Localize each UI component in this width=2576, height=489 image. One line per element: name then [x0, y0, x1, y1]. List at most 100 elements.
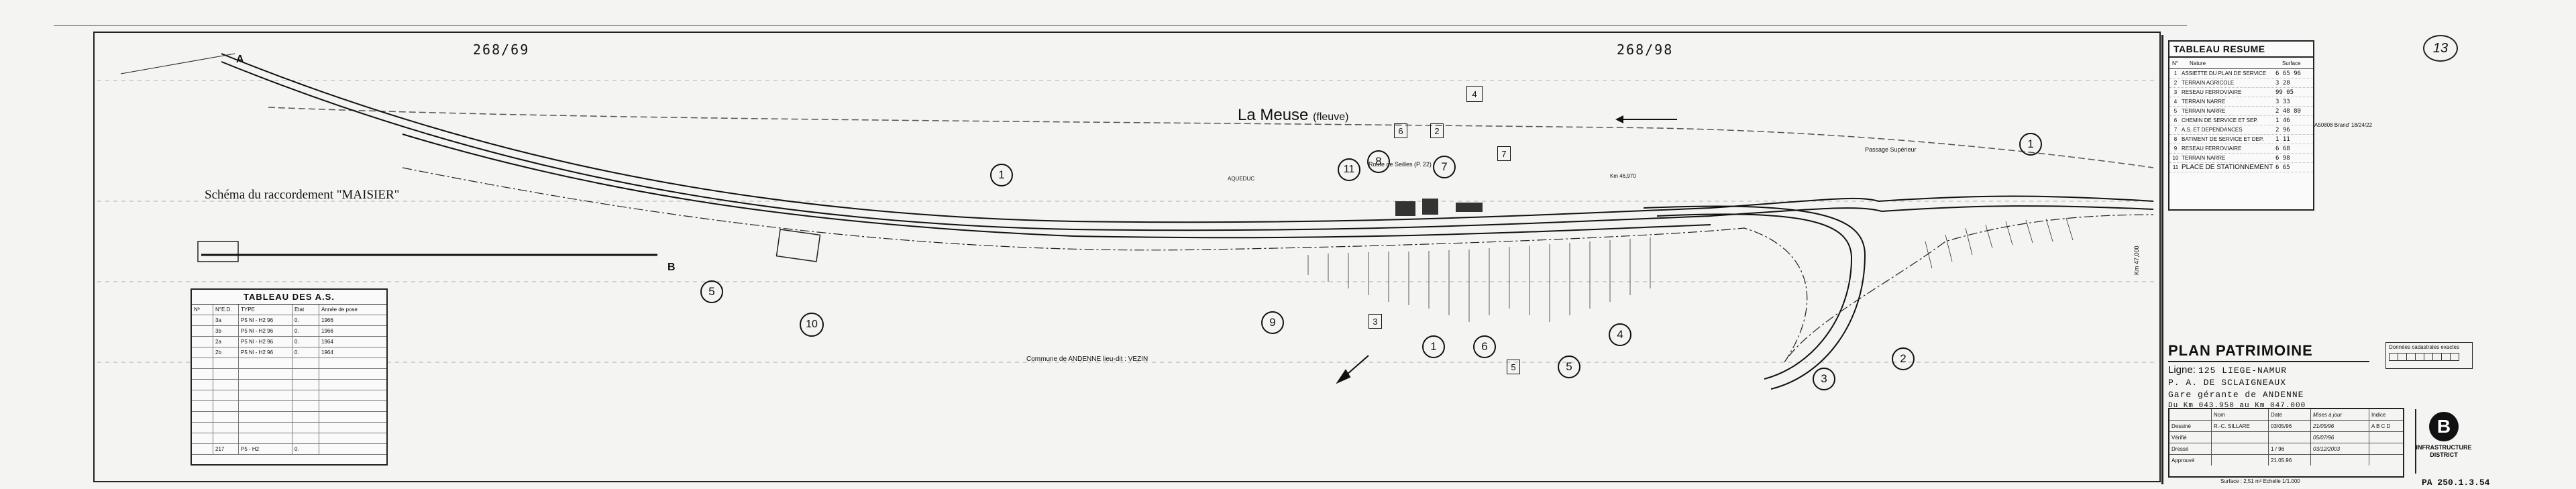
as-cell-ed — [213, 423, 239, 433]
sig-cell-date: 1 / 96 — [2269, 443, 2311, 454]
as-col-n: Nº — [192, 305, 213, 315]
tr-col-surface: Surface — [2282, 60, 2301, 66]
top-number-left: 268/69 — [473, 42, 530, 58]
parcel-circle-2: 2 — [1892, 347, 1915, 370]
tr-cell-no: 10 — [2172, 155, 2179, 161]
tr-cell-no: 6 — [2174, 117, 2178, 123]
as-cell-annee — [319, 433, 386, 443]
dossier-label: Données cadastrales exactes — [2389, 344, 2459, 350]
as-cell-etat: 0. — [292, 337, 319, 347]
tr-col-nature: Nature — [2190, 60, 2206, 66]
tableau-resume-header: N° Nature Surface — [2169, 58, 2313, 69]
as-col-ed: N°E.D. — [213, 305, 239, 315]
sig-h-nom: Nom — [2212, 409, 2269, 420]
as-cell-ed: 3a — [213, 315, 239, 325]
route-label: Route de Seilles (P. 22) — [1368, 161, 1432, 168]
tableau-as-title: TABLEAU DES A.S. — [192, 290, 386, 305]
boxed-number-4: 4 — [1466, 86, 1483, 102]
as-cell-type: P5 Nl - H2 96 — [239, 347, 292, 358]
tr-cell-nature: CHEMIN DE SERVICE ET SEP. — [2182, 117, 2258, 123]
as-cell-annee — [319, 401, 386, 411]
as-cell-annee — [319, 369, 386, 379]
tableau-as-row — [192, 433, 386, 444]
sig-cell-date: 21.05.96 — [2269, 455, 2311, 466]
boxed-number-2: 2 — [1430, 123, 1444, 138]
sig-h-role — [2169, 409, 2212, 420]
as-cell-annee — [319, 358, 386, 368]
as-cell-ed — [213, 412, 239, 422]
parcel-circle-5b: 5 — [1558, 356, 1580, 378]
right-km-label: Km 47,000 — [2133, 246, 2140, 275]
boxed-number-5: 5 — [1507, 360, 1520, 374]
tableau-as-row — [192, 358, 386, 369]
as-cell-ed — [213, 401, 239, 411]
as-cell-n — [192, 369, 213, 379]
as-cell-type — [239, 423, 292, 433]
boxed-number-7: 7 — [1497, 146, 1511, 161]
tableau-as-row — [192, 369, 386, 380]
as-cell-annee — [319, 423, 386, 433]
tr-cell-val: 1 11 — [2275, 135, 2290, 143]
sig-cell-nom — [2212, 443, 2269, 454]
sncb-logo: B INFRASTRUCTURE DISTRICT — [2415, 409, 2472, 474]
sig-cell-date: 03/05/96 — [2269, 421, 2311, 431]
parcel-circle-6: 6 — [1473, 335, 1496, 358]
plan-ligne: Ligne: 125 LIEGE-NAMUR — [2168, 364, 2369, 376]
embankment-hatching — [1307, 217, 2074, 322]
tableau-resume-note: A50808 Brand' 18/24/22 — [2314, 122, 2373, 128]
as-cell-annee — [319, 380, 386, 390]
as-cell-n — [192, 358, 213, 368]
tr-cell-no: 8 — [2174, 136, 2178, 142]
logo-line2: DISTRICT — [2430, 451, 2458, 458]
as-cell-ed: 2a — [213, 337, 239, 347]
as-cell-n — [192, 401, 213, 411]
as-cell-type: P5 - H2 — [239, 444, 292, 454]
as-cell-n — [192, 390, 213, 400]
surface-scale: Surface : 2,51 m² Echelle 1/1.000 — [2220, 478, 2300, 484]
as-cell-n — [192, 380, 213, 390]
tableau-as-row — [192, 380, 386, 390]
as-cell-n — [192, 315, 213, 325]
property-boundary — [402, 167, 2154, 363]
sig-cell-maj: 21/05/96 — [2311, 421, 2369, 431]
sig-cell-nom — [2212, 455, 2269, 466]
station-km-label: Km 46,970 — [1610, 173, 1636, 179]
tr-cell-val: 1 46 — [2275, 117, 2290, 124]
parcel-circle-11: 11 — [1338, 158, 1360, 181]
tr-cell-val: 3 28 — [2275, 79, 2290, 87]
sheet-number: 13 — [2423, 35, 2458, 62]
as-col-etat: Etat — [292, 305, 319, 315]
plan-title: PLAN PATRIMOINE — [2168, 342, 2369, 362]
boxed-number-6: 6 — [1394, 123, 1407, 138]
as-cell-type — [239, 358, 292, 368]
as-cell-etat — [292, 401, 319, 411]
tr-cell-nature: RESEAU FERROVIAIRE — [2182, 146, 2242, 152]
pole-label-a: A — [236, 54, 244, 65]
tableau-as: TABLEAU DES A.S. Nº N°E.D. TYPE Etat Ann… — [191, 288, 388, 466]
as-cell-ed — [213, 390, 239, 400]
river-bank — [268, 107, 2154, 168]
as-cell-ed: 2b — [213, 347, 239, 358]
as-cell-type — [239, 390, 292, 400]
logo-b-icon: B — [2429, 412, 2459, 441]
sig-cell-maj — [2311, 455, 2369, 466]
river-sub: (fleuve) — [1313, 111, 1349, 123]
tr-cell-nature: RESEAU FERROVIAIRE — [2182, 89, 2242, 95]
parcel-circle-8: 8 — [1367, 150, 1390, 173]
as-cell-type — [239, 433, 292, 443]
aqueduc-label: AQUEDUC — [1228, 176, 1255, 182]
sig-cell-maj: 03/12/2003 — [2311, 443, 2369, 454]
tr-cell-no: 7 — [2174, 127, 2178, 133]
tableau-resume-row: 6 CHEMIN DE SERVICE ET SEP. 1 46 — [2169, 116, 2313, 125]
as-cell-ed: 217 — [213, 444, 239, 454]
parcel-circle-9: 9 — [1261, 311, 1284, 334]
